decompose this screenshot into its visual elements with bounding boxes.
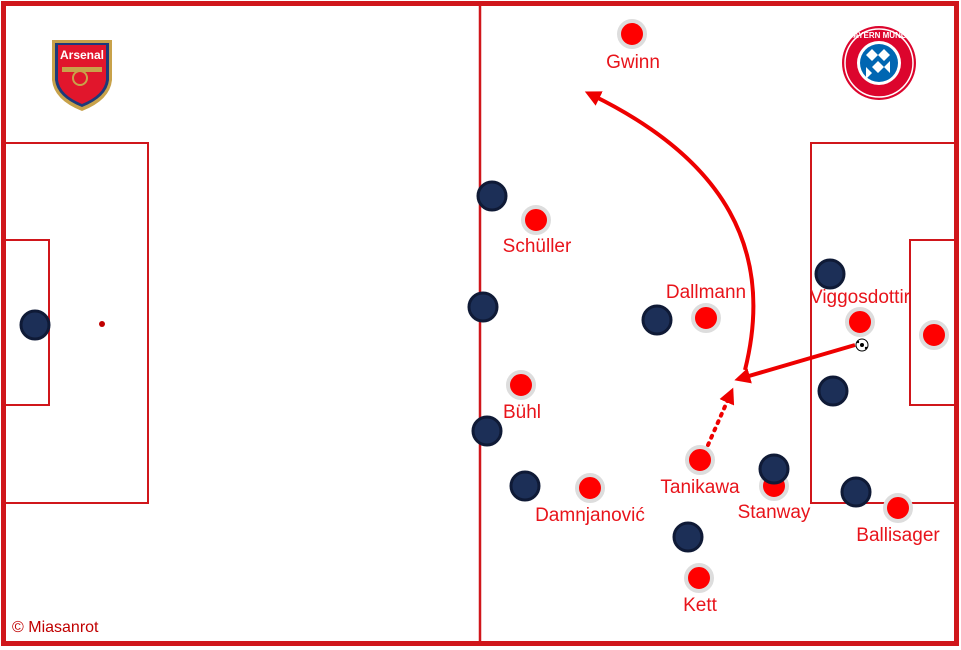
home-players [19,180,872,553]
home-player [476,180,508,212]
home-player [758,453,790,485]
run-arrow-curved [584,91,756,371]
player-label: Kett [683,595,718,616]
away-player-buhl [506,370,536,400]
away-player-ballisager [883,493,913,523]
player-label: Ballisager [856,525,940,546]
home-player [817,375,849,407]
away-player-viggosdottir [845,307,875,337]
player-label: Stanway [738,502,811,523]
svg-text:FC BAYERN MÜNCHEN: FC BAYERN MÜNCHEN [834,31,923,40]
home-player [19,309,51,341]
home-player [467,291,499,323]
home-player [672,521,704,553]
home-player [840,476,872,508]
away-player-gwinn [617,19,647,49]
svg-text:Arsenal: Arsenal [60,48,104,62]
home-player [641,304,673,336]
credit-text: © Miasanrot [12,619,99,636]
player-label: Dallmann [666,282,746,303]
player-label: Gwinn [606,52,660,73]
player-label: Viggosdottir [810,287,911,308]
bayern-logo: FC BAYERN MÜNCHEN [834,26,924,100]
home-player [509,470,541,502]
away-player-schuller [521,205,551,235]
arsenal-logo: Arsenal [52,40,112,111]
home-player [471,415,503,447]
away-players [506,19,949,593]
pass-arrow [734,343,856,384]
penalty-spot [99,321,105,327]
soccer-ball-icon [855,338,869,352]
dotted-run-arrow [706,387,735,447]
away-player-kett [684,563,714,593]
player-label: Bühl [503,402,541,423]
away-goalkeeper [919,320,949,350]
player-label: Tanikawa [660,477,740,498]
away-player-tanikawa [685,445,715,475]
player-label: Schüller [503,236,572,257]
player-label: Damnjanović [535,505,645,526]
away-player-dallmann [691,303,721,333]
home-player [814,258,846,290]
away-player-damnjanovic [575,473,605,503]
